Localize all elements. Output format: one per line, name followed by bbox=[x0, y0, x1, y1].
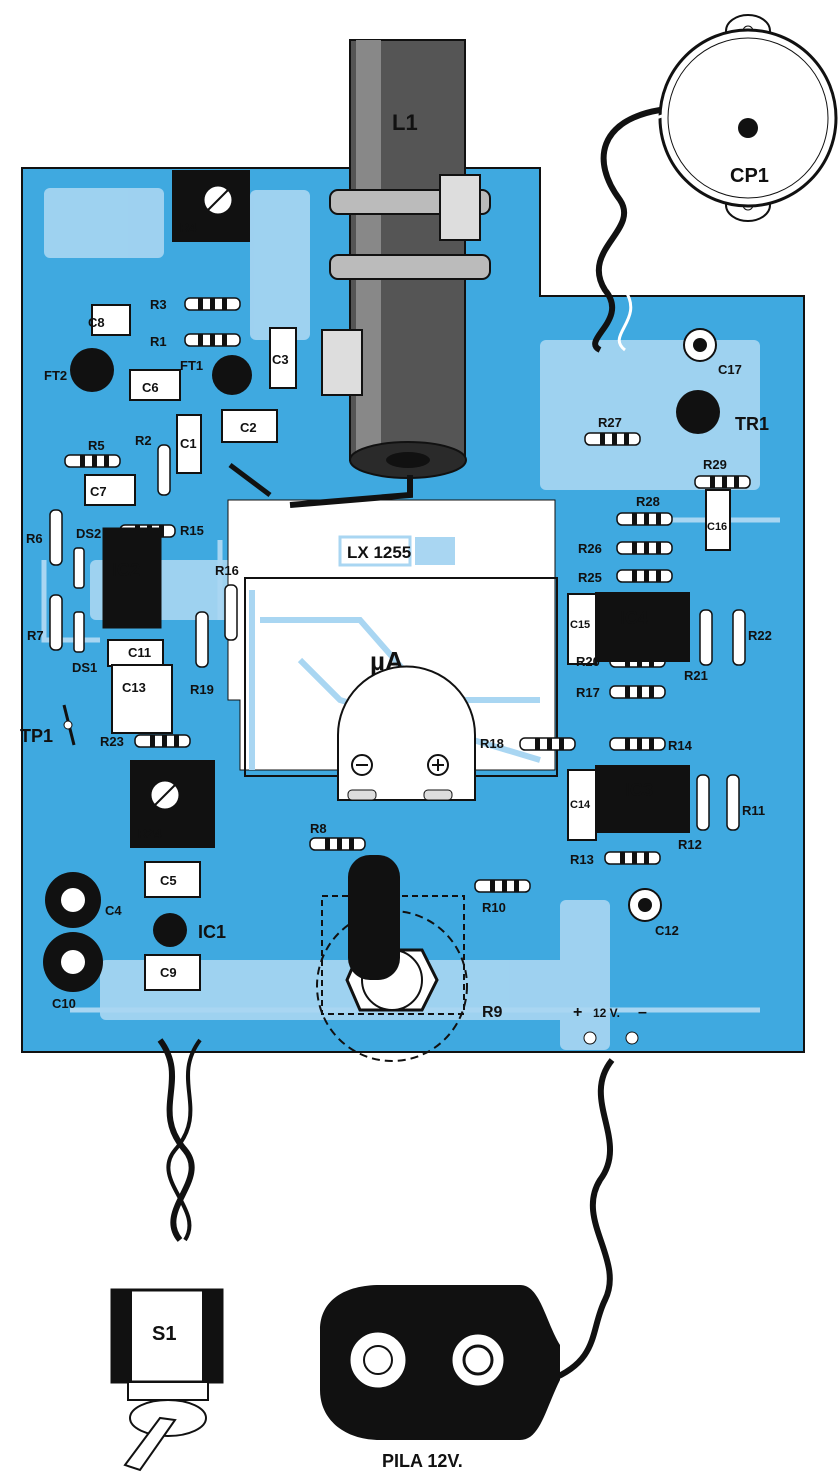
label-ds2: DS2 bbox=[76, 526, 101, 541]
coil-l1 bbox=[228, 39, 491, 508]
buzzer-cp1 bbox=[658, 14, 838, 222]
power-pads bbox=[583, 1031, 639, 1045]
label-r24: R24 bbox=[138, 826, 163, 841]
label-r25: R25 bbox=[578, 570, 602, 585]
label-r11: R11 bbox=[742, 803, 765, 818]
meter-terminals bbox=[337, 665, 476, 801]
label-ic3: IC3 bbox=[625, 780, 653, 800]
label-r28: R28 bbox=[636, 494, 660, 509]
label-r20: R20 bbox=[576, 654, 600, 669]
label-r7: R7 bbox=[27, 628, 44, 643]
label-c1: C1 bbox=[180, 436, 197, 451]
label-c15: C15 bbox=[570, 619, 590, 631]
label-r16: R16 bbox=[215, 563, 239, 578]
label-r23: R23 bbox=[100, 734, 124, 749]
label-c12: C12 bbox=[655, 923, 679, 938]
power-label: 12 V. bbox=[593, 1006, 620, 1020]
label-r8: R8 bbox=[310, 821, 327, 836]
pcb-code-text: LX 1255 bbox=[347, 543, 411, 562]
label-ft2: FT2 bbox=[44, 368, 67, 383]
label-r22: R22 bbox=[748, 628, 772, 643]
label-c5: C5 bbox=[160, 873, 177, 888]
label-c10: C10 bbox=[52, 996, 76, 1011]
label-r4: R4 bbox=[180, 220, 197, 235]
switch-label: S1 bbox=[152, 1323, 176, 1345]
switch-s1 bbox=[110, 1288, 224, 1472]
label-c3: C3 bbox=[272, 352, 289, 367]
test-point-tp1 bbox=[62, 704, 76, 746]
label-tp1: TP1 bbox=[20, 726, 53, 746]
label-r3: R3 bbox=[150, 297, 167, 312]
electrolytic-caps bbox=[43, 328, 717, 992]
label-c13: C13 bbox=[122, 680, 146, 695]
label-r5: R5 bbox=[88, 438, 105, 453]
label-tr1: TR1 bbox=[735, 414, 769, 434]
label-ft1: FT1 bbox=[180, 358, 203, 373]
label-c17: C17 bbox=[718, 362, 742, 377]
battery-clip bbox=[320, 1285, 560, 1440]
label-r6: R6 bbox=[26, 531, 43, 546]
buzzer-label: CP1 bbox=[730, 165, 769, 187]
label-r17: R17 bbox=[576, 685, 600, 700]
ic-chips bbox=[102, 527, 690, 833]
label-c2: C2 bbox=[240, 420, 257, 435]
label-c14: C14 bbox=[570, 799, 591, 811]
pcb-code-mark: LX 1255 bbox=[338, 535, 455, 567]
label-ds1: DS1 bbox=[72, 660, 97, 675]
minus-sign: – bbox=[638, 1004, 647, 1021]
label-ic2: IC2 bbox=[112, 560, 140, 580]
label-r12: R12 bbox=[678, 837, 702, 852]
label-r29: R29 bbox=[703, 457, 727, 472]
label-r9: R9 bbox=[482, 1004, 503, 1021]
label-r2: R2 bbox=[135, 433, 152, 448]
label-r10: R10 bbox=[482, 900, 506, 915]
transistors bbox=[70, 348, 720, 947]
label-c11: C11 bbox=[128, 645, 151, 660]
label-ic1: IC1 bbox=[198, 922, 226, 942]
label-r1: R1 bbox=[150, 334, 167, 349]
battery-label: PILA 12V. bbox=[382, 1451, 463, 1471]
label-c9: C9 bbox=[160, 965, 177, 980]
label-c4: C4 bbox=[105, 903, 122, 918]
trimmer-r4 bbox=[172, 170, 250, 242]
part-labels: R3 R1 C8 FT1 FT2 C6 C3 C2 R2 C1 R5 C7 R6… bbox=[20, 297, 772, 1021]
label-r19: R19 bbox=[190, 682, 214, 697]
label-c6: C6 bbox=[142, 380, 159, 395]
label-ic4: IC4 bbox=[620, 608, 648, 628]
label-r14: R14 bbox=[668, 738, 693, 753]
label-r26: R26 bbox=[578, 541, 602, 556]
capacitors bbox=[84, 304, 731, 991]
label-c7: C7 bbox=[90, 484, 107, 499]
label-r21: R21 bbox=[684, 668, 708, 683]
label-r13: R13 bbox=[570, 852, 594, 867]
label-r15: R15 bbox=[180, 523, 204, 538]
plus-sign: + bbox=[573, 1004, 582, 1021]
label-c8: C8 bbox=[88, 315, 105, 330]
label-r18: R18 bbox=[480, 736, 504, 751]
diodes bbox=[73, 547, 85, 653]
label-c16: C16 bbox=[707, 521, 727, 533]
potentiometer-r9 bbox=[316, 855, 468, 1062]
trimmer-r24 bbox=[130, 760, 215, 848]
coil-label: L1 bbox=[392, 110, 418, 135]
label-r27: R27 bbox=[598, 415, 622, 430]
